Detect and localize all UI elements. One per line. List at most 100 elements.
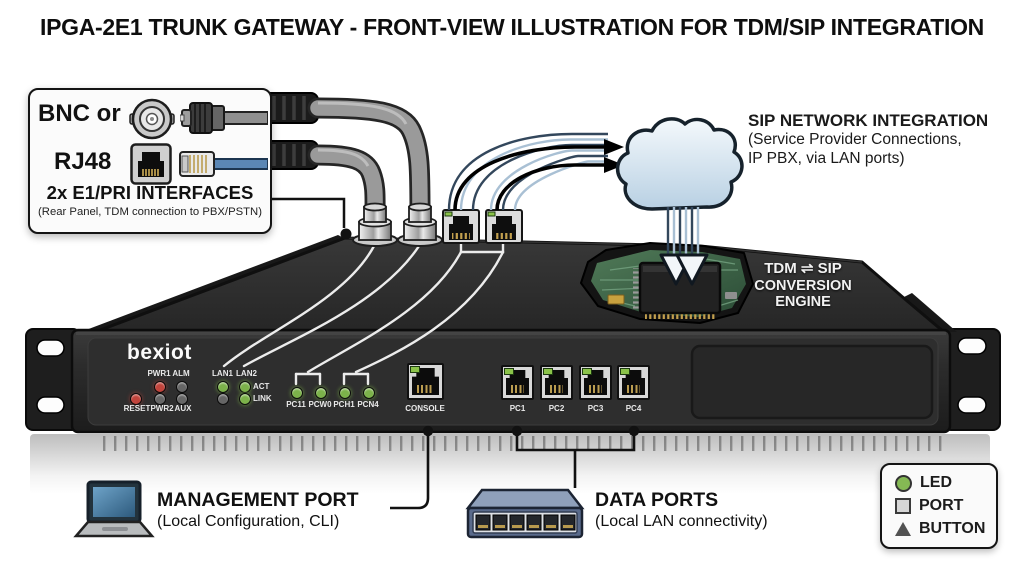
- pc11-led-label: PC11: [286, 400, 306, 409]
- coax-cable-2: [261, 140, 386, 225]
- legend-led-label: LED: [920, 474, 952, 491]
- conversion-engine-line2: CONVERSION: [754, 277, 852, 294]
- console-label: CONSOLE: [405, 404, 445, 413]
- reset-button[interactable]: [130, 393, 142, 405]
- pcn4-led-label: PCN4: [357, 400, 379, 409]
- bottom-leader-lines: [390, 432, 636, 510]
- led-legend-icon: [895, 474, 912, 492]
- sip-network-note: SIP NETWORK INTEGRATION (Service Provide…: [748, 111, 1018, 169]
- pwr1-led: [154, 381, 166, 393]
- console-port[interactable]: [407, 363, 444, 400]
- pc4-port-pins: [627, 385, 640, 393]
- pc3-port-led: [582, 368, 592, 375]
- aux-led: [176, 393, 188, 405]
- button-legend-icon: [895, 522, 911, 536]
- lan2-label: LAN2: [236, 369, 257, 378]
- laptop-icon: [73, 480, 155, 538]
- conversion-engine-line3: ENGINE: [775, 294, 831, 311]
- e1-subheading: (Rear Panel, TDM connection to PBX/PSTN): [38, 206, 262, 218]
- pch1-led-label: PCH1: [333, 400, 355, 409]
- act-label: ACT: [253, 382, 270, 391]
- alm-led: [176, 381, 188, 393]
- rj48-plug-icon: [179, 151, 268, 177]
- pwr2-led: [154, 393, 166, 405]
- pc2-label: PC2: [548, 404, 565, 413]
- data-ports-heading: DATA PORTS: [595, 489, 719, 511]
- conversion-engine-line1: TDM ⇌ SIP: [764, 260, 842, 277]
- pc4-label: PC4: [625, 404, 642, 413]
- pc4-port-led: [620, 368, 630, 375]
- ethernet-switch-icon: [465, 488, 585, 539]
- bnc-barrel-connector-1: [352, 202, 398, 247]
- data-ports-subheading: (Local LAN connectivity): [595, 513, 768, 530]
- pwr1-label: PWR1: [147, 369, 171, 378]
- e1-interfaces-callout: BNC or RJ48 2x E1/P: [28, 88, 272, 234]
- rj48-label: RJ48: [54, 148, 112, 175]
- alm-label: ALM: [172, 369, 190, 378]
- pch1-led: [339, 387, 351, 399]
- console-port-pins: [417, 385, 434, 393]
- legend-row-led: LED: [895, 474, 996, 492]
- rj48-jack-icon: [130, 143, 172, 185]
- pc3-label: PC3: [587, 404, 604, 413]
- cloud-to-engine-lines: [666, 207, 700, 258]
- pc1-port-led: [504, 368, 514, 375]
- conversion-engine-cutaway: [580, 242, 754, 324]
- switch-ports: [475, 514, 576, 531]
- legend-button-label: BUTTON: [919, 520, 986, 537]
- bnc-male-plug-icon: [180, 102, 268, 134]
- cloud-icon: [615, 117, 744, 211]
- bnc-female-icon: [129, 98, 175, 140]
- pc2-port-led: [543, 368, 553, 375]
- pcw0-led-label: PCW0: [308, 400, 332, 409]
- sip-note-heading: SIP NETWORK INTEGRATION: [748, 111, 989, 130]
- pc2-port-pins: [550, 385, 563, 393]
- bnc-barrel-connector-2: [397, 202, 443, 247]
- pcw0-led: [315, 387, 327, 399]
- lan1-act-led: [217, 381, 229, 393]
- pc3-port-pins: [589, 385, 602, 393]
- engine-arrowheads: [659, 253, 709, 286]
- link-label: LINK: [253, 394, 272, 403]
- page-title: IPGA-2E1 TRUNK GATEWAY - FRONT-VIEW ILLU…: [40, 14, 984, 40]
- data-ports-note: DATA PORTS (Local LAN connectivity): [595, 489, 768, 531]
- port-legend-icon: [895, 498, 911, 514]
- pc11-led: [291, 387, 303, 399]
- pc1-port-pins: [511, 385, 524, 393]
- pc2-port[interactable]: [540, 365, 573, 400]
- console-port-led: [410, 366, 420, 373]
- sip-note-line2: (Service Provider Connections,: [748, 131, 962, 148]
- pc1-port[interactable]: [501, 365, 534, 400]
- bnc-label: BNC or: [38, 100, 121, 127]
- brand-logo: bexiot: [127, 341, 192, 364]
- top-lan-jack-2: [485, 209, 523, 244]
- lan2-link-led: [239, 393, 251, 405]
- e1-leader-line: [268, 197, 352, 240]
- right-rack-ear: [943, 328, 1001, 431]
- sip-note-line3: IP PBX, via LAN ports): [748, 149, 905, 167]
- panel-leader-lines: [222, 242, 505, 386]
- coax-cable-1: [261, 92, 431, 225]
- pc3-port[interactable]: [579, 365, 612, 400]
- lan1-link-led: [217, 393, 229, 405]
- pc4-port[interactable]: [617, 365, 650, 400]
- legend-row-port: PORT: [895, 497, 996, 515]
- reset-label: RESET: [123, 404, 151, 413]
- legend-box: LED PORT BUTTON: [880, 463, 998, 549]
- lan1-label: LAN1: [212, 369, 233, 378]
- e1-heading: 2x E1/PRI INTERFACES: [46, 182, 254, 203]
- legend-row-button: BUTTON: [895, 520, 996, 538]
- management-port-heading: MANAGEMENT PORT: [157, 489, 359, 511]
- management-port-subheading: (Local Configuration, CLI): [157, 513, 340, 530]
- pc1-label: PC1: [509, 404, 526, 413]
- cloud-arrows: [453, 139, 624, 211]
- aux-label: AUX: [174, 404, 192, 413]
- pwr2-label: PWR2: [150, 404, 174, 413]
- floor-reflection: [30, 434, 990, 494]
- top-lan-jack-1: [442, 209, 480, 244]
- conversion-engine-label: TDM ⇌ SIP CONVERSION ENGINE: [744, 260, 862, 311]
- management-port-note: MANAGEMENT PORT (Local Configuration, CL…: [157, 489, 359, 531]
- pcn4-led: [363, 387, 375, 399]
